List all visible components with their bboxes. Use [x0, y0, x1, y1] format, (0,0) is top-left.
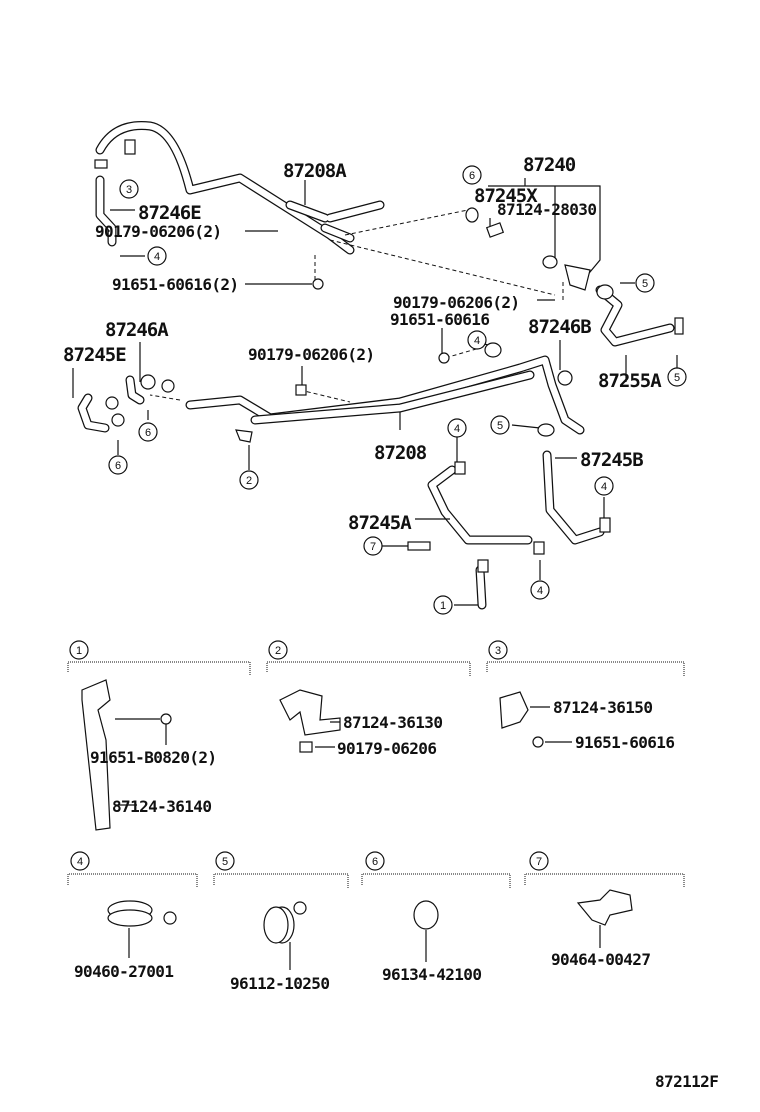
section-number: 3: [495, 645, 501, 657]
callout-number: 6: [145, 427, 151, 439]
callout-number: 1: [440, 600, 446, 612]
tube-lines: [77, 121, 675, 610]
callout-number: 6: [115, 460, 121, 472]
part-number-label: 90179-06206: [337, 739, 436, 758]
label-87246A: 87246A: [105, 319, 169, 341]
part-number-label: 91651-60616: [575, 733, 674, 752]
part-number-label: 96112-10250: [230, 974, 329, 993]
label-87245X: 87245X: [474, 185, 538, 207]
callout-number: 5: [674, 372, 680, 384]
label-87246B: 87246B: [528, 316, 591, 338]
callout-number: 4: [454, 423, 460, 435]
label-91651-60616-2: 91651-60616(2): [112, 275, 238, 294]
callout-2: 2: [239, 470, 259, 490]
callout-7: 7: [363, 536, 383, 556]
callout-4: 4: [447, 418, 467, 438]
section-number: 6: [372, 856, 378, 868]
callout-number: 6: [469, 170, 475, 182]
section-number: 2: [275, 645, 281, 657]
section-callout-circle: [529, 851, 549, 871]
part-number-label: 96134-42100: [382, 965, 481, 984]
callout-number: 5: [497, 420, 503, 432]
callout-4: 4: [594, 476, 614, 496]
section-callout-circle: [268, 640, 288, 660]
label-87245A: 87245A: [348, 512, 412, 534]
callout-number: 7: [370, 541, 376, 553]
part-number-label: 90464-00427: [551, 950, 650, 969]
label-87240: 87240: [523, 154, 576, 176]
section-callout-circle: [69, 640, 89, 660]
label-87245B: 87245B: [580, 449, 643, 471]
callout-number: 4: [537, 585, 543, 597]
section-labels: 1 91651-B0820(2) 87124-36140 2 87124-36130 90…: [69, 640, 675, 993]
part-number-label: 87124-36140: [112, 797, 211, 816]
callout-circles: 3 4 6 5 4 5 6 6 2 4 5 4 7 4 1: [108, 165, 687, 615]
label-87124-28030: 87124-28030: [497, 200, 596, 219]
section-number: 7: [536, 856, 542, 868]
leader-lines: [72, 178, 678, 606]
label-87246E: 87246E: [138, 202, 201, 224]
section-number: 5: [222, 856, 228, 868]
label-90179-06206-c: 90179-06206(2): [248, 345, 374, 364]
callout-4: 4: [147, 246, 167, 266]
dashed-leaders: [149, 209, 564, 403]
part-number-label: 87124-36150: [553, 698, 652, 717]
callout-5: 5: [635, 273, 655, 293]
label-91651-60616: 91651-60616: [390, 310, 489, 329]
callout-4: 4: [530, 580, 550, 600]
callout-number: 4: [154, 251, 160, 263]
section-number: 4: [77, 856, 83, 868]
callout-5: 5: [667, 367, 687, 387]
callout-6: 6: [138, 422, 158, 442]
label-87255A: 87255A: [598, 370, 662, 392]
label-87208: 87208: [374, 442, 427, 464]
callout-number: 4: [601, 481, 607, 493]
callout-1: 1: [433, 595, 453, 615]
label-90179-06206-a: 90179-06206(2): [95, 222, 221, 241]
section-leaders: [115, 706, 601, 970]
section-part-shapes: [81, 679, 633, 944]
section-callout-circle: [488, 640, 508, 660]
section-callout-circle: [215, 851, 235, 871]
section-number: 1: [76, 645, 82, 657]
callout-3: 3: [119, 179, 139, 199]
callout-6: 6: [108, 455, 128, 475]
callout-5: 5: [490, 415, 510, 435]
callout-number: 5: [642, 278, 648, 290]
part-number-label: 87124-36130: [343, 713, 442, 732]
part-number-label: 90460-27001: [74, 962, 173, 981]
callout-number: 4: [474, 335, 480, 347]
section-brackets: [67, 661, 685, 888]
callout-number: 2: [246, 475, 252, 487]
callout-6: 6: [462, 165, 482, 185]
section-callout-circle: [365, 851, 385, 871]
callout-4: 4: [467, 330, 487, 350]
label-90179-06206-b: 90179-06206(2): [393, 293, 519, 312]
section-callout-circle: [70, 851, 90, 871]
clamp-shapes: [94, 139, 684, 573]
diagram-code: 872112F: [655, 1072, 718, 1091]
label-87245E: 87245E: [63, 344, 126, 366]
part-number-label: 91651-B0820(2): [90, 748, 216, 767]
callout-number: 3: [126, 184, 132, 196]
label-87208A: 87208A: [283, 160, 347, 182]
